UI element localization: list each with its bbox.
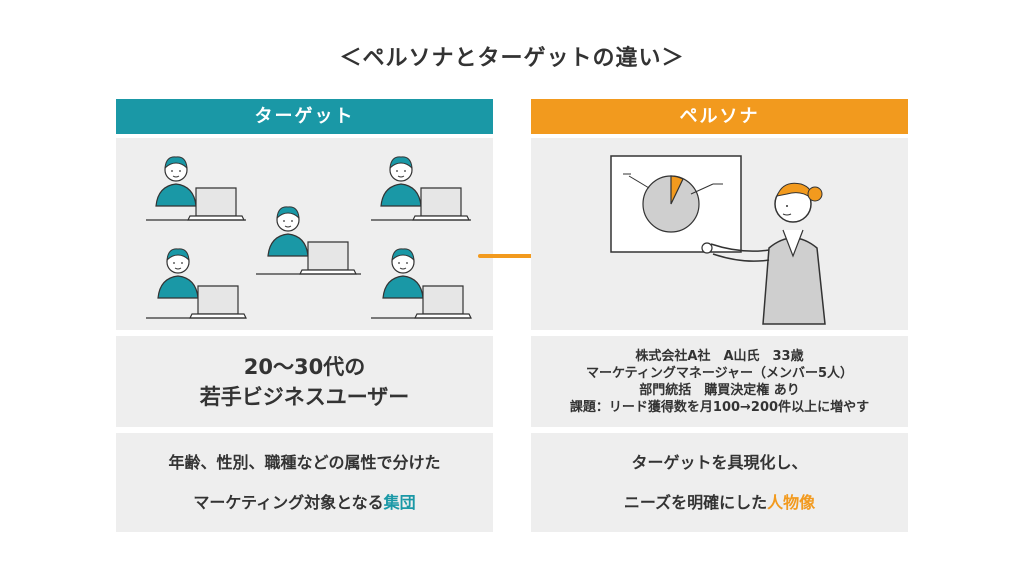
people-at-laptops-icon xyxy=(146,156,472,319)
persona-detail-line-2: マーケティングマネージャー（メンバー5人） xyxy=(585,365,854,381)
target-desc-line-1: 年齢、性別、職種などの属性で分けた xyxy=(168,452,441,472)
target-subtitle-panel: 20〜30代の 若手ビジネスユーザー xyxy=(116,336,493,427)
target-subtitle-line-2: 若手ビジネスユーザー xyxy=(199,384,410,409)
target-illustration-panel xyxy=(116,138,493,330)
presenter-with-chart-icon xyxy=(610,155,826,325)
persona-header: ペルソナ xyxy=(531,99,908,134)
persona-details-panel: 株式会社A社 A山氏 33歳 マーケティングマネージャー（メンバー5人） 部門統… xyxy=(531,336,908,427)
persona-detail-line-3: 部門統括 購買決定権 あり xyxy=(639,382,800,398)
target-desc-highlight: 集団 xyxy=(383,492,416,512)
target-description-panel: 年齢、性別、職種などの属性で分けた マーケティング対象となる集団 xyxy=(116,433,493,532)
persona-illustration-panel xyxy=(531,138,908,330)
persona-description-panel: ターゲットを具現化し、 ニーズを明確にした人物像 xyxy=(531,433,908,532)
target-header: ターゲット xyxy=(116,99,493,134)
persona-desc-line-1: ターゲットを具現化し、 xyxy=(631,452,808,472)
persona-detail-line-1: 株式会社A社 A山氏 33歳 xyxy=(635,348,804,364)
target-desc-line-2: マーケティング対象となる集団 xyxy=(193,483,415,523)
persona-desc-prefix: ニーズを明確にした xyxy=(623,492,768,512)
persona-detail-line-4: 課題：リード獲得数を月100→200件以上に増やす xyxy=(569,399,870,415)
persona-desc-highlight: 人物像 xyxy=(767,492,816,512)
persona-column: ペルソナ 株式会社A社 A山氏 33歳 マーケティングマネージ xyxy=(531,99,908,532)
target-column: ターゲット xyxy=(116,99,493,532)
target-subtitle-line-1: 20〜30代の xyxy=(243,354,366,379)
target-desc-prefix: マーケティング対象となる xyxy=(193,492,384,512)
page-title: ＜ペルソナとターゲットの違い＞ xyxy=(339,46,685,71)
persona-desc-line-2: ニーズを明確にした人物像 xyxy=(624,483,815,523)
